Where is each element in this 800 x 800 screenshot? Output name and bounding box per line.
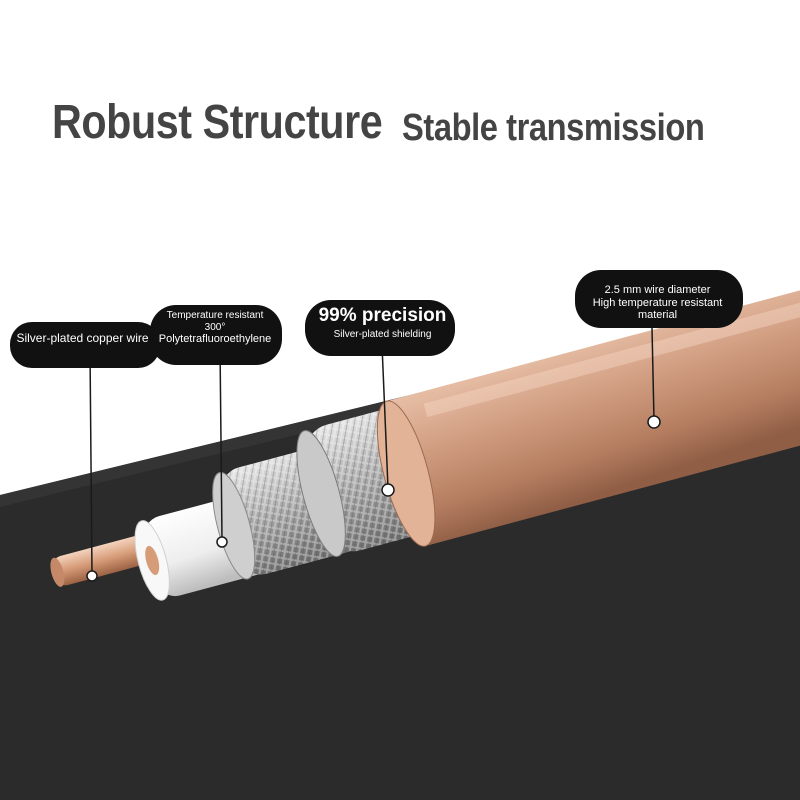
callout-jacket-line1: 2.5 mm wire diameter bbox=[604, 284, 711, 296]
leader-line-shield bbox=[381, 344, 389, 489]
callout-ptfe-line1: Temperature resistant bbox=[166, 310, 264, 321]
leader-line-copper bbox=[89, 349, 93, 576]
callout-shield: 99% precision Silver-plated shielding bbox=[305, 305, 460, 340]
callout-shield-headline: 99% precision bbox=[318, 305, 447, 326]
leader-line-jacket bbox=[651, 327, 655, 421]
callout-bg-copper bbox=[10, 322, 160, 368]
banner-title: Robust Structure Stable transmission bbox=[52, 95, 705, 150]
title-sub: Stable transmission bbox=[402, 107, 705, 149]
callout-ptfe-line3: Polytetrafluoroethylene bbox=[158, 333, 272, 345]
callout-ptfe-line2: 300° bbox=[204, 321, 226, 333]
callout-jacket-line2: High temperature resistant bbox=[592, 296, 723, 309]
marker-ptfe bbox=[216, 536, 228, 548]
callout-jacket: 2.5 mm wire diameter High temperature re… bbox=[575, 284, 740, 322]
callout-shield-text: Silver-plated shielding bbox=[333, 328, 432, 340]
title-main: Robust Structure bbox=[52, 96, 383, 149]
callout-bg-ptfe bbox=[150, 305, 282, 365]
callout-jacket-line3: material bbox=[637, 309, 678, 322]
callout-ptfe: Temperature resistant 300° Polytetrafluo… bbox=[150, 310, 280, 346]
callout-bg-jacket bbox=[575, 270, 743, 328]
callout-copper-text: Silver-plated copper wire bbox=[16, 331, 149, 345]
marker-copper bbox=[86, 570, 98, 582]
leader-line-ptfe bbox=[219, 344, 223, 541]
callout-bg-shield bbox=[305, 300, 455, 356]
marker-jacket bbox=[647, 415, 661, 429]
marker-shield bbox=[381, 483, 395, 497]
callout-copper: Silver-plated copper wire bbox=[10, 331, 155, 346]
